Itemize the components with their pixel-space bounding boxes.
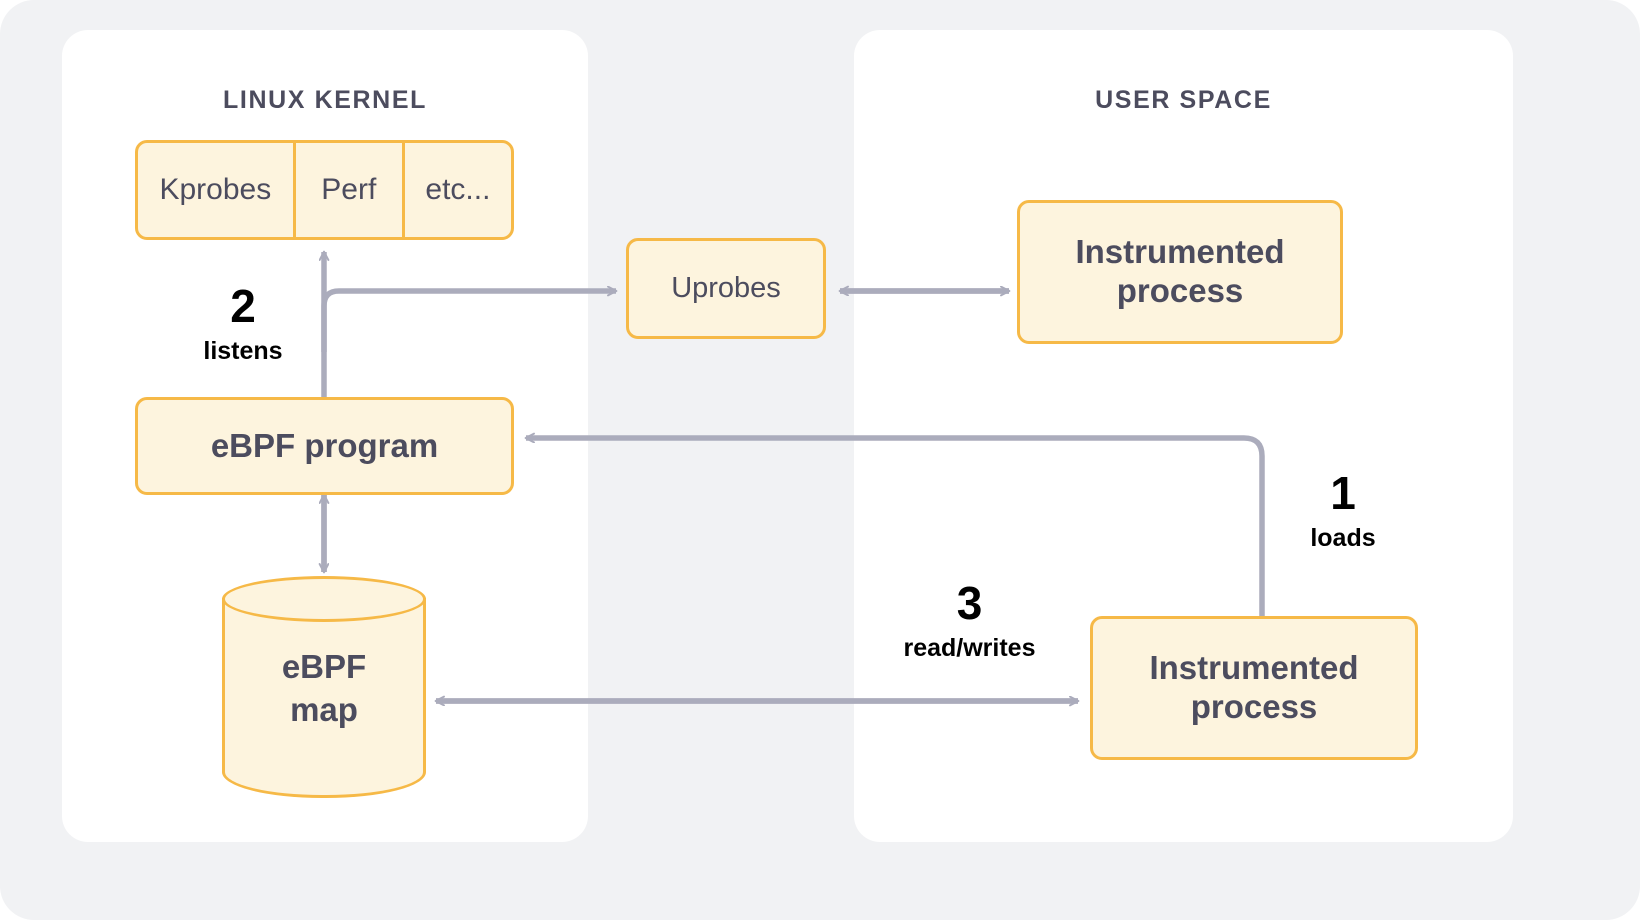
node-instrumented-process-bottom[interactable]: Instrumented process (1090, 616, 1418, 760)
node-instrumented-process-top[interactable]: Instrumented process (1017, 200, 1343, 344)
label-line-2: process (1190, 688, 1318, 725)
step-3-label: read/writes (903, 634, 1036, 662)
cylinder-body (222, 598, 426, 798)
step-callout-1: 1 loads (1285, 470, 1401, 553)
probe-segment-perf[interactable]: Perf (292, 143, 402, 237)
node-ebpf-map[interactable]: eBPF map (222, 576, 426, 798)
arrow-program-to-uprobes (321, 291, 616, 352)
label-line-2: map (290, 690, 358, 728)
node-instrumented-process-bottom-label: Instrumented process (1149, 649, 1358, 727)
step-3-number: 3 (956, 577, 983, 629)
node-ebpf-map-label: eBPF map (222, 646, 426, 732)
label-line-1: eBPF (281, 648, 367, 685)
node-uprobes[interactable]: Uprobes (626, 238, 826, 339)
node-ebpf-program[interactable]: eBPF program (135, 397, 514, 495)
node-instrumented-process-top-label: Instrumented process (1075, 233, 1284, 311)
step-callout-2: 2 listens (185, 283, 301, 366)
step-callout-3: 3 read/writes (882, 580, 1057, 663)
node-uprobes-label: Uprobes (671, 272, 781, 305)
arrow-loads-process-to-program (526, 438, 1265, 616)
label-line-1: Instrumented (1149, 649, 1359, 687)
cylinder-top-ellipse (222, 576, 426, 622)
panel-title-user-space: USER SPACE (1095, 86, 1272, 114)
step-1-number: 1 (1330, 467, 1356, 519)
node-ebpf-program-label: eBPF program (210, 426, 439, 464)
step-2-number: 2 (230, 280, 256, 332)
step-1-label: loads (1310, 524, 1376, 552)
panel-title-linux-kernel: LINUX KERNEL (223, 86, 427, 114)
label-line-1: Instrumented (1075, 233, 1285, 271)
probe-segment-etc[interactable]: etc... (401, 143, 511, 237)
label-line-2: process (1116, 272, 1244, 309)
step-2-label: listens (203, 337, 283, 365)
probe-segment-kprobes[interactable]: Kprobes (159, 173, 272, 206)
probes-group: Kprobes Perf etc... (135, 140, 514, 240)
